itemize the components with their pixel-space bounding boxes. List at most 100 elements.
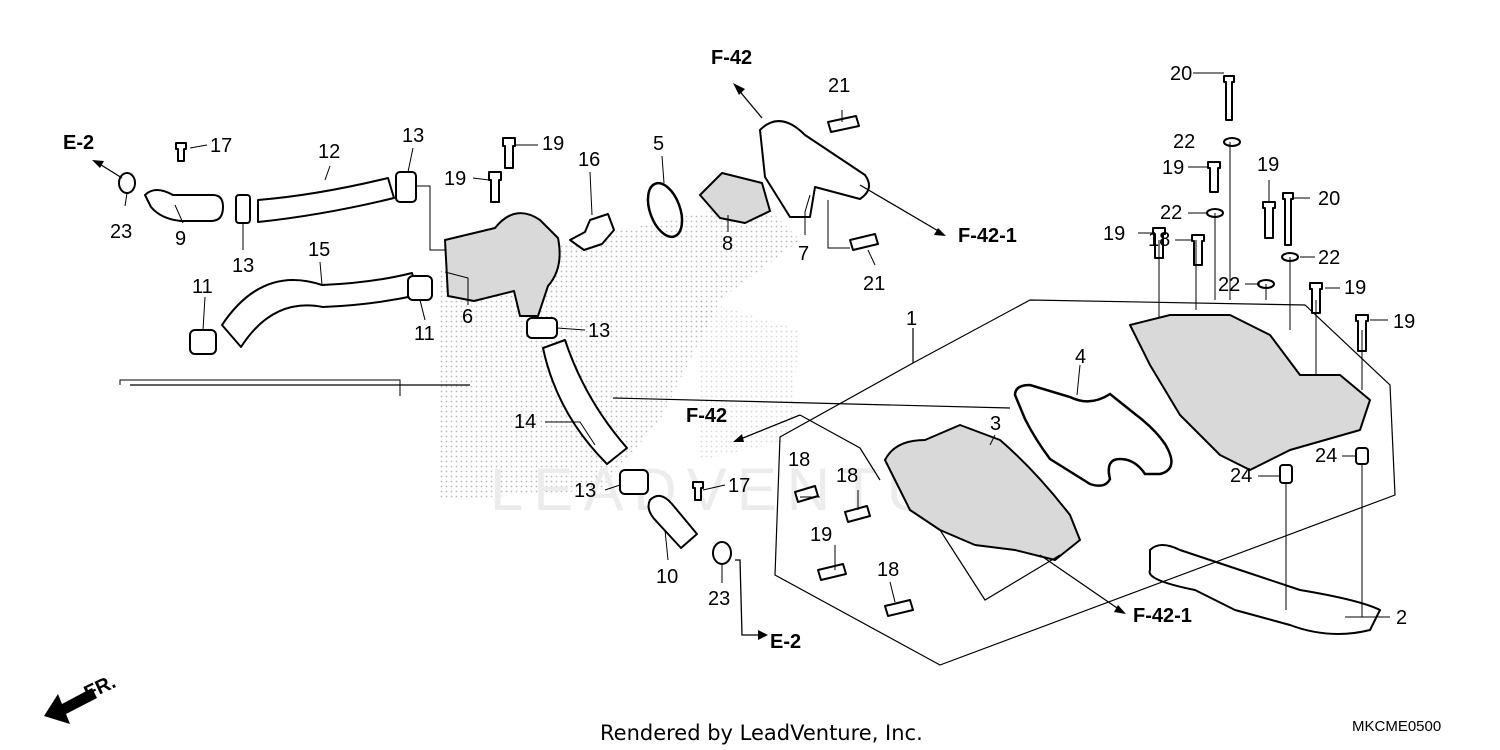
callout-19-d: 19 xyxy=(1162,157,1184,179)
callout-20-right: 20 xyxy=(1318,188,1340,210)
callout-19-g: 19 xyxy=(1344,277,1366,299)
o-ring-23-lower[interactable] xyxy=(712,541,732,565)
callout-19-a: 19 xyxy=(542,133,564,155)
bolt-17-upper[interactable] xyxy=(175,142,187,162)
bolt-19-c[interactable] xyxy=(817,563,847,581)
callout-13-lower: 13 xyxy=(574,480,596,502)
callout-12: 12 xyxy=(318,141,340,163)
bolt-19-g[interactable] xyxy=(1309,282,1323,314)
thermostat-8[interactable] xyxy=(699,172,771,224)
callout-17-bot: 17 xyxy=(728,475,750,497)
o-ring-5[interactable] xyxy=(641,179,688,242)
hose-clamp-13-upper[interactable] xyxy=(395,171,417,203)
callout-19-f: 19 xyxy=(1257,154,1279,176)
callout-3: 3 xyxy=(990,413,1001,435)
water-hose-14[interactable] xyxy=(542,339,628,465)
callout-2: 2 xyxy=(1396,607,1407,629)
water-pump-body-2[interactable] xyxy=(1129,314,1371,471)
leader-lines xyxy=(119,72,1390,618)
rendered-by-footer: Rendered by LeadVenture, Inc. xyxy=(600,721,923,745)
ref-f42-top: F-42 xyxy=(711,47,752,69)
bolt-21-upper[interactable] xyxy=(827,115,860,133)
callout-9: 9 xyxy=(175,228,186,250)
ref-f421-top: F-42-1 xyxy=(958,225,1017,247)
callout-21-bot: 21 xyxy=(863,273,885,295)
water-pipe-10[interactable] xyxy=(647,494,698,549)
gasket-2[interactable] xyxy=(1148,544,1381,635)
bolt-18-a[interactable] xyxy=(794,485,819,503)
bolt-19-a[interactable] xyxy=(502,137,516,169)
callout-18-d: 18 xyxy=(1148,229,1170,251)
callout-18-c: 18 xyxy=(877,559,899,581)
callout-22-b: 22 xyxy=(1160,202,1182,224)
bolt-18-d[interactable] xyxy=(1191,234,1205,266)
callout-24-right: 24 xyxy=(1315,445,1337,467)
ref-e2-left: E-2 xyxy=(63,132,94,154)
hose-clamp-11-left[interactable] xyxy=(189,329,217,355)
callout-labels: 1 2 3 4 5 6 7 8 9 10 11 11 12 13 13 13 1… xyxy=(110,63,1415,629)
callout-19-b: 19 xyxy=(444,168,466,190)
callout-19-e: 19 xyxy=(1103,223,1125,245)
bolt-19-d[interactable] xyxy=(1207,161,1221,193)
diagram-code: MKCME0500 xyxy=(1352,718,1441,735)
washer-22-a[interactable] xyxy=(1223,137,1241,147)
water-pipe-9[interactable] xyxy=(144,189,224,222)
hose-clamp-13-left[interactable] xyxy=(235,194,251,224)
callout-22-d: 22 xyxy=(1318,247,1340,269)
reference-arrows xyxy=(92,83,1126,640)
callout-23-bot: 23 xyxy=(708,588,730,610)
bolt-19-f[interactable] xyxy=(1262,201,1276,239)
water-hose-15[interactable] xyxy=(221,272,419,348)
hose-clamp-13-lower[interactable] xyxy=(619,469,649,495)
callout-17-top: 17 xyxy=(210,135,232,157)
bolt-20-right[interactable] xyxy=(1282,192,1294,246)
hose-clamp-11-right[interactable] xyxy=(407,275,433,301)
callout-8: 8 xyxy=(722,233,733,255)
callout-14: 14 xyxy=(514,411,536,433)
callout-16: 16 xyxy=(578,149,600,171)
dowel-pin-24-right[interactable] xyxy=(1355,447,1369,465)
bolt-17-lower[interactable] xyxy=(692,481,704,501)
callout-20-top: 20 xyxy=(1170,63,1192,85)
callout-1: 1 xyxy=(906,308,917,330)
callout-19-h: 19 xyxy=(1393,311,1415,333)
callout-13-mid: 13 xyxy=(588,320,610,342)
ref-f421-bot: F-42-1 xyxy=(1133,605,1192,627)
callout-13-left: 13 xyxy=(232,255,254,277)
callout-11-right: 11 xyxy=(414,323,435,345)
bolt-20-top[interactable] xyxy=(1223,75,1235,121)
callout-10: 10 xyxy=(656,566,678,588)
callout-22-c: 22 xyxy=(1218,274,1240,296)
callout-7: 7 xyxy=(798,243,809,265)
bolt-18-b[interactable] xyxy=(844,505,871,523)
callout-13-top: 13 xyxy=(402,125,424,147)
water-pump-cover-3[interactable] xyxy=(884,424,1081,561)
bolt-18-c[interactable] xyxy=(884,599,914,617)
callout-11-left: 11 xyxy=(192,276,213,298)
o-ring-23-left[interactable] xyxy=(118,172,136,194)
callout-4: 4 xyxy=(1075,346,1086,368)
dowel-pin-24-left[interactable] xyxy=(1279,464,1293,484)
front-direction-arrow: FR. xyxy=(44,671,119,724)
callout-15: 15 xyxy=(308,239,330,261)
callout-6: 6 xyxy=(462,306,473,328)
bolt-21-lower[interactable] xyxy=(849,233,879,251)
hose-clamp-13-mid[interactable] xyxy=(526,317,558,339)
temperature-sensor-16[interactable] xyxy=(569,213,615,251)
thermostat-housing-6[interactable] xyxy=(444,212,561,317)
callout-19-c: 19 xyxy=(810,524,832,546)
reference-labels: F-42 F-42 F-42-1 F-42-1 E-2 E-2 xyxy=(63,47,1192,653)
gasket-4[interactable] xyxy=(1013,383,1173,487)
water-hose-12[interactable] xyxy=(257,177,395,223)
thermostat-cover-7[interactable] xyxy=(759,120,870,218)
callout-22-a: 22 xyxy=(1173,131,1195,153)
callout-18-b: 18 xyxy=(836,465,858,487)
callout-24-left: 24 xyxy=(1230,465,1252,487)
callout-23-left: 23 xyxy=(110,221,132,243)
assembly-outline xyxy=(130,299,1396,666)
callout-21-top: 21 xyxy=(828,75,850,97)
callout-18-a: 18 xyxy=(788,449,810,471)
bolt-19-b[interactable] xyxy=(488,171,502,203)
ref-e2-bot: E-2 xyxy=(770,631,801,653)
